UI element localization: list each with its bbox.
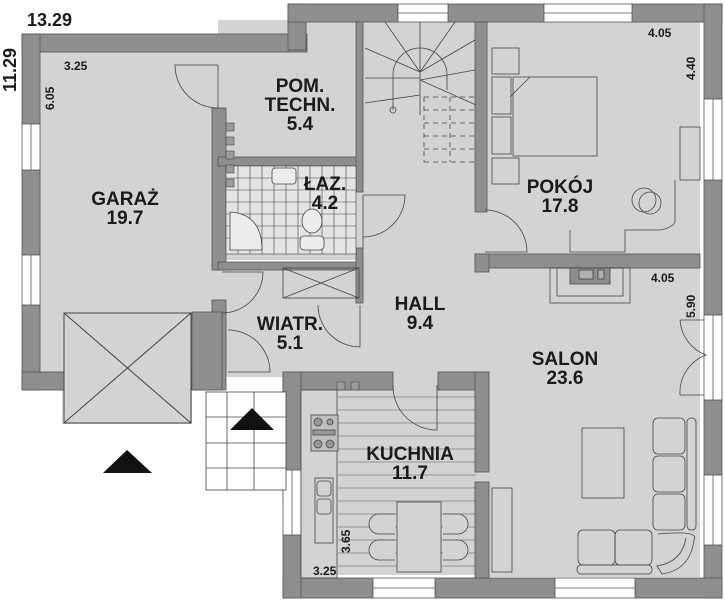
living-length-dimension: 5.90 <box>684 294 698 318</box>
main-entrance-arrow-icon <box>230 408 274 430</box>
room-label-hall: HALL 9.4 <box>370 295 470 333</box>
bedroom-width-dimension: 4.05 <box>648 26 672 40</box>
room-label-vestibule: WIATR. 5.1 <box>240 315 340 353</box>
staircase <box>364 21 477 163</box>
windows <box>21 3 723 599</box>
room-name: ŁAZ. <box>303 174 347 195</box>
room-area: 19.7 <box>106 208 144 229</box>
room-name: HALL <box>394 294 446 315</box>
room-area: 5.4 <box>286 114 314 135</box>
room-area: 17.8 <box>541 196 579 217</box>
bedroom-length-dimension: 4.40 <box>684 56 698 80</box>
fireplace <box>549 267 631 304</box>
closet <box>282 267 360 299</box>
room-area: 5.1 <box>276 333 304 354</box>
room-area: 4.2 <box>311 193 339 214</box>
room-name: WIATR. <box>256 314 324 335</box>
room-label-bedroom: POKÓJ 17.8 <box>510 178 610 216</box>
living-width-dimension: 4.05 <box>651 271 675 285</box>
bedroom-furniture <box>491 47 701 253</box>
room-label-living: SALON 23.6 <box>515 350 615 388</box>
kitchen-furniture <box>300 389 469 579</box>
room-name: GARAŻ <box>91 189 159 210</box>
garage-door <box>63 312 192 424</box>
room-area: 23.6 <box>546 368 584 389</box>
garage-entrance-arrow-icon <box>103 450 152 473</box>
room-label-bathroom: ŁAZ. 4.2 <box>290 175 360 213</box>
garage-width-dimension: 3.25 <box>64 59 88 73</box>
room-name-line2: TECHN. <box>264 95 336 116</box>
room-name: SALON <box>531 349 599 370</box>
room-label-garage: GARAŻ 19.7 <box>70 190 180 228</box>
bathroom-fixtures <box>229 167 325 251</box>
room-label-technical: POM. TECHN. 5.4 <box>240 77 360 134</box>
doors <box>174 64 708 431</box>
entrance-steps <box>205 391 287 491</box>
overall-depth-dimension: 11.29 <box>0 47 20 92</box>
living-furniture <box>491 417 697 575</box>
room-name: POKÓJ <box>526 177 594 198</box>
room-area: 11.7 <box>392 463 428 484</box>
room-name: KUCHNIA <box>366 444 454 465</box>
kitchen-length-dimension: 3.65 <box>339 529 353 553</box>
ventilation-shafts <box>225 122 360 391</box>
room-label-kitchen: KUCHNIA 11.7 <box>345 445 475 483</box>
garage-length-dimension: 6.05 <box>43 86 57 110</box>
room-name-line1: POM. <box>275 76 325 97</box>
walls <box>21 3 723 599</box>
overall-width-dimension: 13.29 <box>27 10 73 30</box>
kitchen-width-dimension: 3.25 <box>313 564 337 578</box>
room-area: 9.4 <box>406 313 434 334</box>
